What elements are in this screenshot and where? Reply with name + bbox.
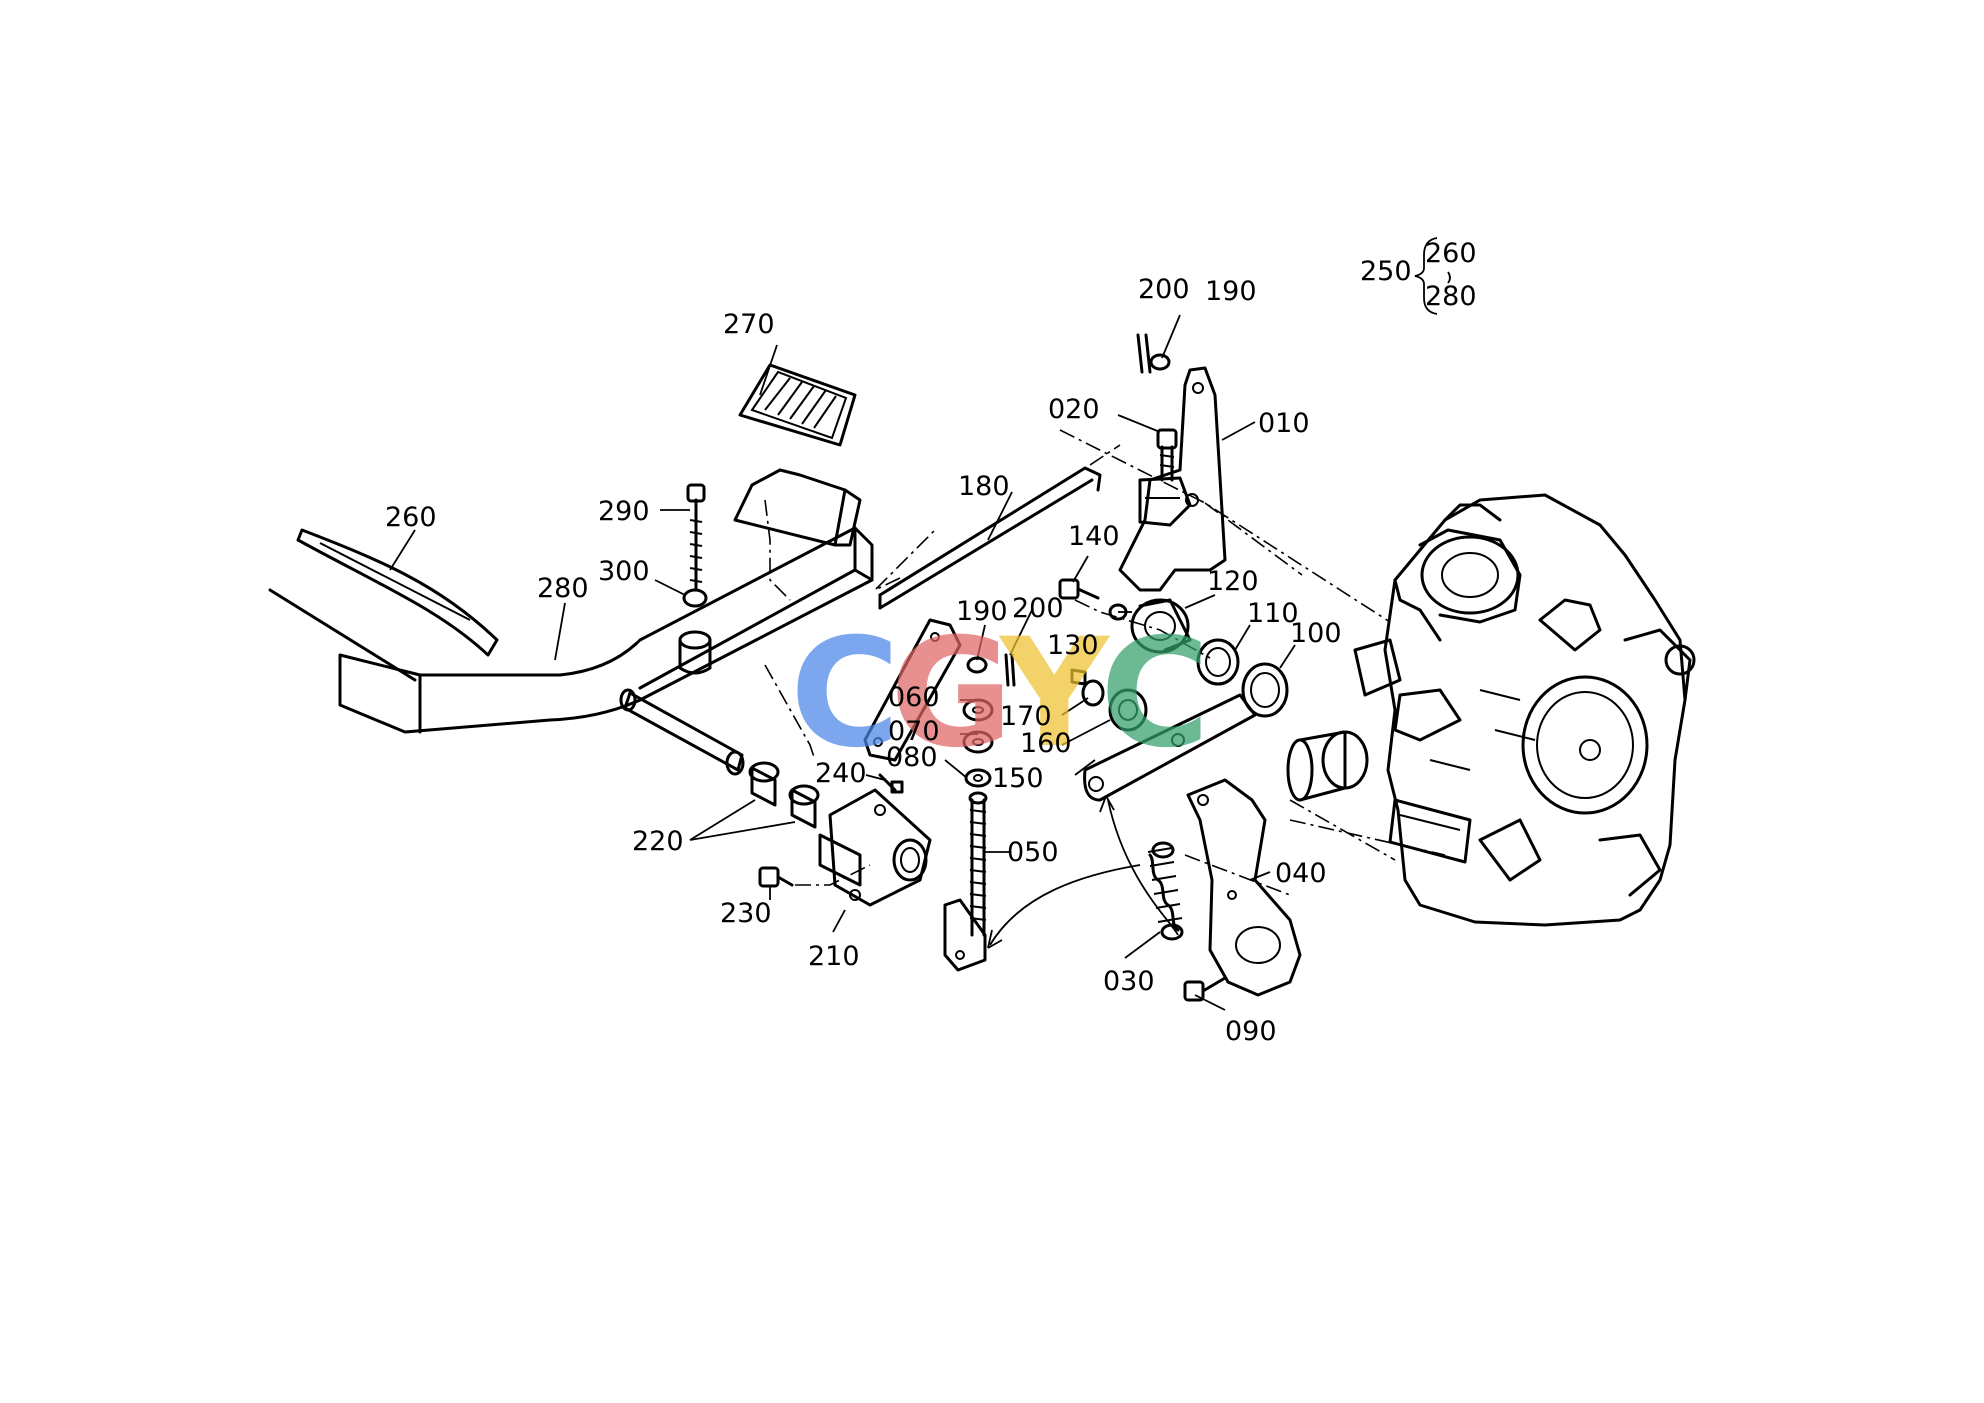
- bolt-020: [1156, 428, 1178, 482]
- label-300: 300: [598, 556, 650, 587]
- pedal-pad-270: [733, 363, 862, 547]
- label-060: 060: [888, 682, 940, 713]
- pin-200-upper: [1136, 333, 1152, 374]
- lever-bar-260: [268, 528, 499, 682]
- arm-150: [1083, 693, 1257, 802]
- label-240: 240: [815, 758, 867, 789]
- transmission-housing: [1286, 493, 1696, 927]
- label-040: 040: [1275, 858, 1327, 889]
- bushing-220-a: [748, 761, 780, 807]
- watermark: C G Y C: [790, 607, 1210, 781]
- label-190-lower: 190: [956, 596, 1008, 627]
- label-270: 270: [723, 309, 775, 340]
- label-140: 140: [1068, 521, 1120, 552]
- label-050: 050: [1007, 837, 1059, 868]
- label-110: 110: [1247, 598, 1299, 629]
- bolt-290: [686, 483, 706, 592]
- label-090: 090: [1225, 1016, 1277, 1047]
- label-150: 150: [992, 763, 1044, 794]
- label-range-end: 280: [1425, 281, 1477, 312]
- lever-plate-040: [1186, 778, 1302, 997]
- bolt-230: [758, 866, 794, 888]
- control-rod-180: [878, 466, 1102, 610]
- washer-070: [962, 730, 994, 754]
- washer-170: [1081, 679, 1105, 707]
- spring-030: [987, 795, 1184, 949]
- label-210: 210: [808, 941, 860, 972]
- bushing-160: [1108, 688, 1148, 732]
- link-plate: [863, 618, 962, 762]
- label-070: 070: [888, 716, 940, 747]
- label-190-upper: 190: [1205, 276, 1257, 307]
- label-010: 010: [1258, 408, 1310, 439]
- bolt-240: [878, 773, 904, 794]
- pin-near-160: [1070, 668, 1087, 686]
- flange-housing-210: [818, 788, 932, 907]
- label-170: 170: [1000, 701, 1052, 732]
- label-230: 230: [720, 898, 772, 929]
- watermark-letter-y: Y: [998, 607, 1111, 781]
- label-180: 180: [958, 471, 1010, 502]
- bearing-120: [1130, 598, 1192, 654]
- label-100: 100: [1290, 618, 1342, 649]
- label-160: 160: [1020, 728, 1072, 759]
- label-260: 260: [385, 502, 437, 533]
- spacer-tube: [678, 630, 712, 675]
- label-200-upper: 200: [1138, 274, 1190, 305]
- leader-lines: [389, 314, 1296, 1011]
- label-130: 130: [1047, 630, 1099, 661]
- label-280: 280: [537, 573, 589, 604]
- seal-110: [1196, 638, 1240, 686]
- label-030: 030: [1103, 966, 1155, 997]
- watermark-letter-g: G: [890, 607, 1013, 781]
- label-020: 020: [1048, 394, 1100, 425]
- bolt-090: [1183, 976, 1227, 1002]
- label-080: 080: [886, 742, 938, 773]
- ring-100: [1241, 662, 1289, 718]
- label-220: 220: [632, 826, 684, 857]
- spring-rod-050: [943, 791, 988, 972]
- nut-300: [682, 588, 708, 608]
- watermark-letter-c1: C: [790, 607, 900, 781]
- label-120: 120: [1207, 566, 1259, 597]
- bushing-220-b: [788, 784, 820, 829]
- label-290: 290: [598, 496, 650, 527]
- assembly-bracket: [1414, 237, 1451, 315]
- part-labels: 010 020 030 040 050 060 070 080 090 100 …: [385, 238, 1477, 1047]
- label-range-start: 260: [1425, 238, 1477, 269]
- watermark-letter-c2: C: [1100, 607, 1210, 781]
- pin-200-lower: [1004, 653, 1016, 687]
- assembly-center-lines: [764, 429, 1446, 896]
- pedal-arm-280: [338, 526, 874, 734]
- nut-190-upper: [1149, 353, 1171, 371]
- label-250: 250: [1360, 256, 1412, 287]
- label-200-lower: 200: [1012, 593, 1064, 624]
- bolt-140: [1058, 578, 1100, 600]
- pedal-shaft: [619, 688, 745, 776]
